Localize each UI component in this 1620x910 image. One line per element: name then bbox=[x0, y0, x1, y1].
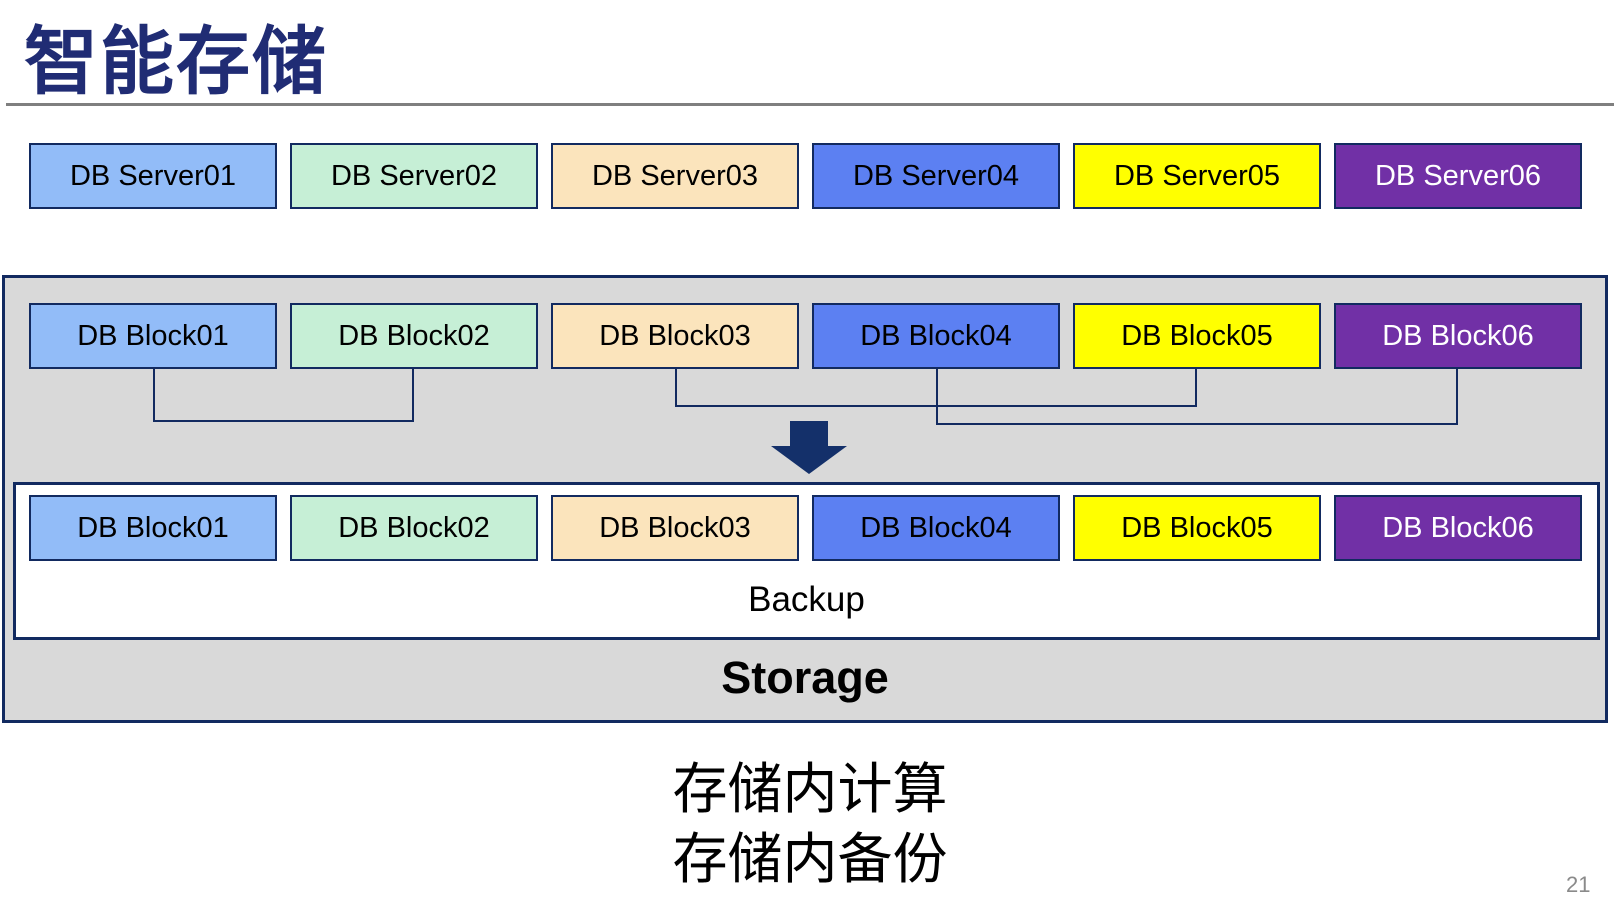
db-block-top-box-3: DB Block03 bbox=[551, 303, 799, 369]
db-block-bottom-box-5: DB Block05 bbox=[1073, 495, 1321, 561]
page-title: 智能存储 bbox=[24, 20, 328, 103]
db-server-box-6: DB Server06 bbox=[1334, 143, 1582, 209]
db-server-box-4: DB Server04 bbox=[812, 143, 1060, 209]
caption-line-1: 存储内计算 bbox=[672, 758, 948, 820]
storage-label: Storage bbox=[721, 652, 889, 703]
down-arrow-shaft bbox=[790, 421, 828, 447]
db-block-bottom-box-6: DB Block06 bbox=[1334, 495, 1582, 561]
db-block-top-box-2: DB Block02 bbox=[290, 303, 538, 369]
db-block-top-box-6: DB Block06 bbox=[1334, 303, 1582, 369]
connector-block04-block06 bbox=[936, 369, 1458, 425]
db-block-top-box-1: DB Block01 bbox=[29, 303, 277, 369]
connector-block01-block02 bbox=[153, 369, 414, 422]
db-block-bottom-box-2: DB Block02 bbox=[290, 495, 538, 561]
db-block-bottom-box-3: DB Block03 bbox=[551, 495, 799, 561]
db-block-top-box-4: DB Block04 bbox=[812, 303, 1060, 369]
db-server-box-2: DB Server02 bbox=[290, 143, 538, 209]
page-number: 21 bbox=[1566, 872, 1591, 897]
db-block-top-box-5: DB Block05 bbox=[1073, 303, 1321, 369]
caption-line-2: 存储内备份 bbox=[672, 828, 948, 890]
title-divider bbox=[6, 103, 1614, 106]
db-server-box-3: DB Server03 bbox=[551, 143, 799, 209]
db-server-box-5: DB Server05 bbox=[1073, 143, 1321, 209]
backup-label: Backup bbox=[748, 580, 865, 619]
down-arrow-head bbox=[771, 446, 847, 474]
db-server-box-1: DB Server01 bbox=[29, 143, 277, 209]
db-block-bottom-box-1: DB Block01 bbox=[29, 495, 277, 561]
db-block-bottom-box-4: DB Block04 bbox=[812, 495, 1060, 561]
